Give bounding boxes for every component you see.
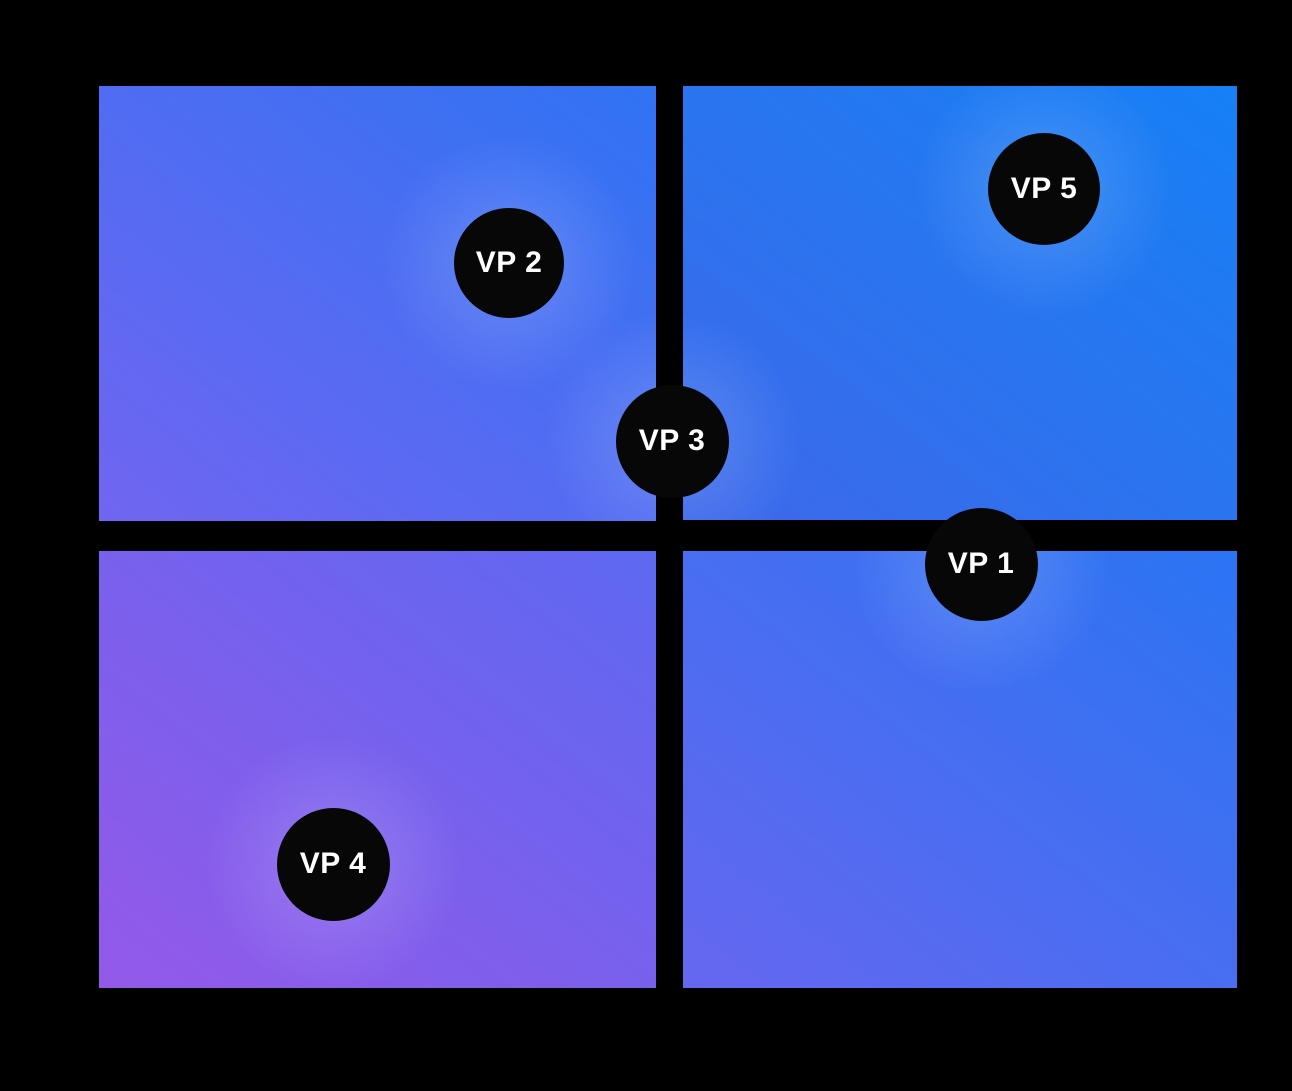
viewpoint-label: VP 4 bbox=[299, 847, 367, 880]
viewpoint-marker-vp2[interactable]: VP 2 bbox=[454, 208, 564, 318]
viewport-panel-top-left bbox=[99, 86, 656, 521]
viewport-panel-top-right bbox=[683, 86, 1237, 520]
viewpoint-marker-vp3[interactable]: VP 3 bbox=[615, 384, 729, 498]
viewport-panel-bottom-left bbox=[99, 551, 656, 988]
viewpoint-marker-vp5[interactable]: VP 5 bbox=[988, 133, 1100, 245]
viewport-panel-bottom-right bbox=[683, 551, 1237, 988]
viewpoint-label: VP 5 bbox=[1010, 172, 1078, 205]
viewpoint-marker-vp4[interactable]: VP 4 bbox=[276, 807, 390, 921]
viewpoint-marker-vp1[interactable]: VP 1 bbox=[924, 507, 1038, 621]
viewpoint-label: VP 3 bbox=[638, 424, 706, 457]
viewpoint-label: VP 1 bbox=[947, 547, 1015, 580]
viewpoint-label: VP 2 bbox=[475, 246, 543, 279]
